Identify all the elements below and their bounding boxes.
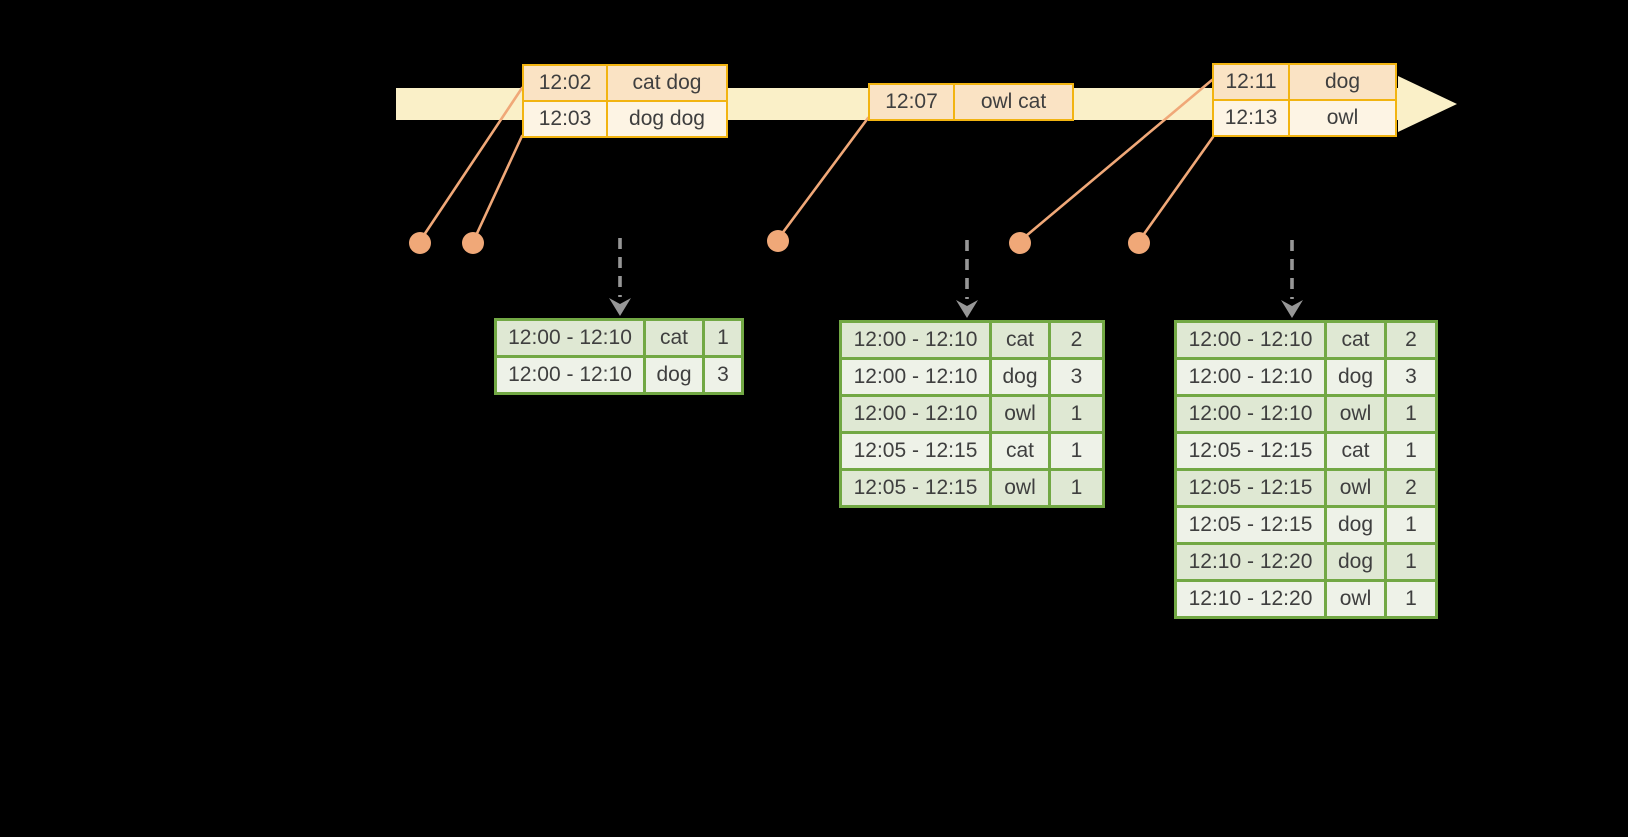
cell-word: owl (992, 471, 1048, 505)
cell-word: owl (1327, 471, 1384, 505)
cell-count: 1 (1051, 471, 1102, 505)
cell-window: 12:00 - 12:10 (842, 323, 989, 357)
cell-window: 12:05 - 12:15 (842, 471, 989, 505)
cell-window: 12:00 - 12:10 (1177, 323, 1324, 357)
cell-time: 12:13 (1214, 101, 1288, 135)
cell-word: cat (1327, 323, 1384, 357)
cell-words: dog dog (608, 102, 726, 136)
cell-count: 2 (1051, 323, 1102, 357)
cell-count: 1 (1387, 508, 1435, 542)
cell-count: 1 (1387, 434, 1435, 468)
trigger-arrowhead-icon (609, 298, 631, 316)
cell-count: 1 (1387, 545, 1435, 579)
cell-time: 12:11 (1214, 65, 1288, 99)
cell-time: 12:02 (524, 66, 606, 100)
cell-window: 12:05 - 12:15 (1177, 471, 1324, 505)
cell-count: 1 (1051, 397, 1102, 431)
cell-count: 1 (1387, 397, 1435, 431)
cell-word: cat (992, 323, 1048, 357)
cell-words: owl cat (955, 85, 1072, 119)
cell-window: 12:05 - 12:15 (1177, 434, 1324, 468)
connector-line (1018, 78, 1214, 243)
cell-window: 12:00 - 12:10 (497, 321, 643, 355)
cell-window: 12:10 - 12:20 (1177, 582, 1324, 616)
event-dot (767, 230, 789, 252)
cell-words: dog (1290, 65, 1395, 99)
event-dot (1009, 232, 1031, 254)
cell-word: owl (1327, 397, 1384, 431)
cell-window: 12:10 - 12:20 (1177, 545, 1324, 579)
cell-window: 12:05 - 12:15 (1177, 508, 1324, 542)
cell-word: cat (646, 321, 702, 355)
cell-count: 1 (705, 321, 741, 355)
cell-word: dog (1327, 508, 1384, 542)
cell-word: cat (1327, 434, 1384, 468)
event-dot (409, 232, 431, 254)
cell-word: dog (1327, 360, 1384, 394)
cell-window: 12:00 - 12:10 (842, 360, 989, 394)
cell-words: owl (1290, 101, 1395, 135)
cell-time: 12:07 (870, 85, 953, 119)
connector-line (418, 86, 524, 243)
cell-time: 12:03 (524, 102, 606, 136)
cell-window: 12:00 - 12:10 (842, 397, 989, 431)
cell-window: 12:00 - 12:10 (1177, 360, 1324, 394)
cell-word: owl (992, 397, 1048, 431)
cell-word: dog (1327, 545, 1384, 579)
cell-window: 12:00 - 12:10 (497, 358, 643, 392)
cell-count: 1 (1387, 582, 1435, 616)
cell-word: owl (1327, 582, 1384, 616)
cell-count: 3 (1051, 360, 1102, 394)
trigger-arrowhead-icon (956, 300, 978, 318)
cell-word: dog (646, 358, 702, 392)
cell-window: 12:00 - 12:10 (1177, 397, 1324, 431)
event-dot (1128, 232, 1150, 254)
cell-window: 12:05 - 12:15 (842, 434, 989, 468)
connector-line (776, 116, 870, 241)
cell-word: dog (992, 360, 1048, 394)
cell-count: 2 (1387, 323, 1435, 357)
connector-line (471, 134, 524, 244)
event-dot (462, 232, 484, 254)
cell-count: 3 (1387, 360, 1435, 394)
cell-word: cat (992, 434, 1048, 468)
cell-words: cat dog (608, 66, 726, 100)
timeline-arrowhead-icon (1398, 76, 1457, 132)
cell-count: 1 (1051, 434, 1102, 468)
trigger-arrowhead-icon (1281, 300, 1303, 318)
cell-count: 3 (705, 358, 741, 392)
connector-line (1137, 135, 1215, 243)
cell-count: 2 (1387, 471, 1435, 505)
